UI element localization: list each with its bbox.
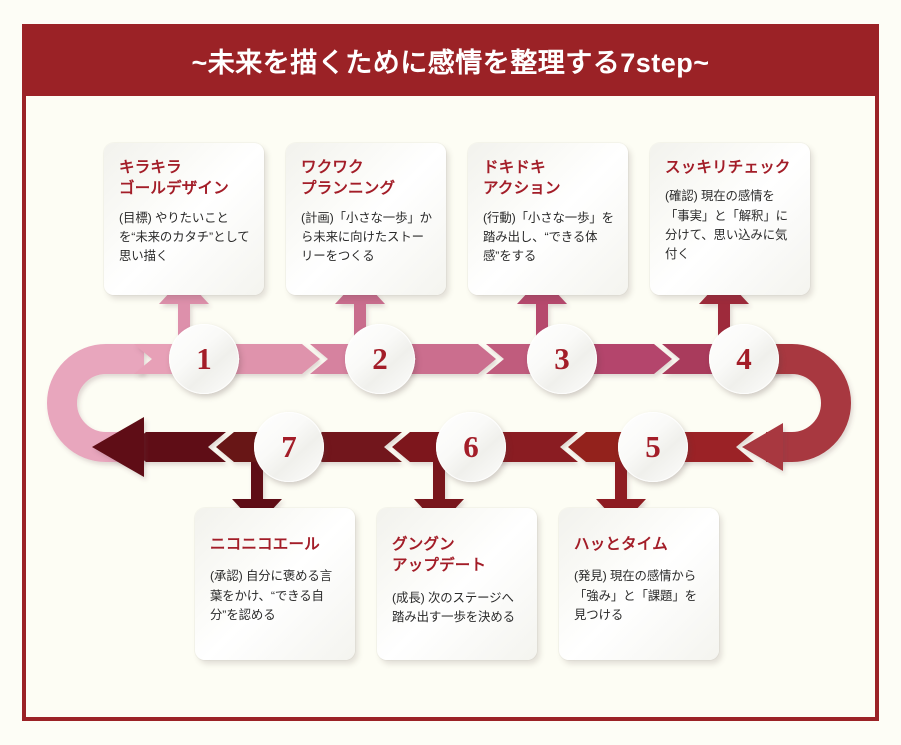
- step-card-4-title: スッキリチェック: [665, 159, 791, 176]
- step-card-2-title: ワクワク プランニング: [301, 159, 396, 198]
- step-card-3-title: ドキドキ アクション: [483, 159, 561, 198]
- loop-arrow-left: [47, 344, 144, 462]
- step-card-1[interactable]: キラキラ ゴールデザイン (目標) やりたいことを“未来のカタチ”として思い描く: [104, 143, 264, 295]
- step-card-1-title: キラキラ ゴールデザイン: [119, 159, 229, 198]
- step-card-6[interactable]: グングン アップデート (成長) 次のステージへ踏み出す一歩を決める: [377, 508, 537, 660]
- step-card-5[interactable]: ハッとタイム (発見) 現在の感情から「強み」と「課題」を見つける: [559, 508, 719, 660]
- step-card-3-body: (行動)「小さな一歩」を踏み出し、“できる体感”をする: [483, 210, 614, 264]
- step-card-4-body: (確認) 現在の感情を「事実」と「解釈」に分けて、思い込みに気付く: [665, 189, 788, 262]
- step-circle-6[interactable]: 6: [436, 412, 506, 482]
- step-card-5-title: ハッとタイム: [574, 536, 668, 553]
- step-card-2-body: (計画)「小さな一歩」から未来に向けたストーリーをつくる: [301, 210, 432, 264]
- step-circle-4[interactable]: 4: [709, 324, 779, 394]
- step-circle-2[interactable]: 2: [345, 324, 415, 394]
- step-card-7-body: (承認) 自分に褒める言葉をかけ、“できる自分”を認める: [210, 569, 333, 622]
- header-band: ~未来を描くために感情を整理する7step~: [22, 24, 879, 96]
- step-card-5-body: (発見) 現在の感情から「強み」と「課題」を見つける: [574, 569, 697, 622]
- step-card-6-title: グングン アップデート: [392, 536, 487, 575]
- step-card-7-title: ニコニコエール: [210, 536, 320, 553]
- step-card-7[interactable]: ニコニコエール (承認) 自分に褒める言葉をかけ、“できる自分”を認める: [195, 508, 355, 660]
- step-circle-3[interactable]: 3: [527, 324, 597, 394]
- step-card-4[interactable]: スッキリチェック (確認) 現在の感情を「事実」と「解釈」に分けて、思い込みに気…: [650, 143, 810, 295]
- loop-arrow-right-head: [742, 423, 783, 471]
- step-card-3[interactable]: ドキドキ アクション (行動)「小さな一歩」を踏み出し、“できる体感”をする: [468, 143, 628, 295]
- step-card-2[interactable]: ワクワク プランニング (計画)「小さな一歩」から未来に向けたストーリーをつくる: [286, 143, 446, 295]
- step-card-6-body: (成長) 次のステージへ踏み出す一歩を決める: [392, 590, 515, 624]
- step-card-1-body: (目標) やりたいことを“未来のカタチ”として思い描く: [119, 210, 250, 264]
- step-circle-1[interactable]: 1: [169, 324, 239, 394]
- loop-arrow-right: [766, 344, 851, 462]
- step-circle-7[interactable]: 7: [254, 412, 324, 482]
- page-title: ~未来を描くために感情を整理する7step~: [191, 47, 710, 78]
- step-circle-5[interactable]: 5: [618, 412, 688, 482]
- bottom-row-arrow-head: [92, 417, 144, 477]
- diagram-area: 1 2 3 4 5 6 7 キラキラ ゴールデザイン (目標) やりたいことを“…: [26, 96, 875, 717]
